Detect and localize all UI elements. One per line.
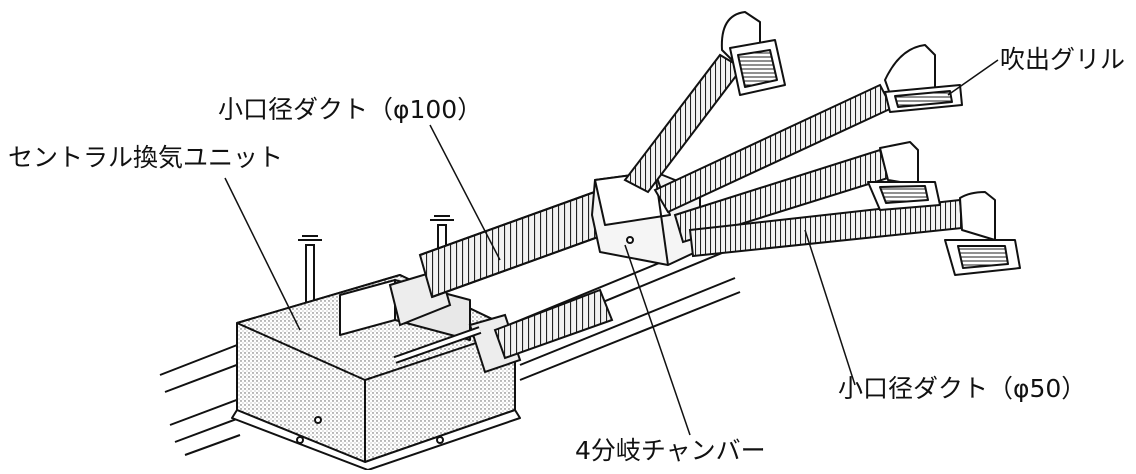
label-supply-grille: 吹出グリル bbox=[1000, 45, 1126, 74]
label-central-unit: セントラル換気ユニット bbox=[8, 143, 284, 172]
supply-grilles bbox=[729, 39, 1021, 276]
leader-lines bbox=[224, 59, 999, 436]
label-duct-100: 小口径ダクト（φ100） bbox=[218, 95, 483, 124]
branch-ducts-50 bbox=[623, 53, 964, 258]
central-ventilation-unit bbox=[231, 274, 521, 471]
label-four-branch-chamber: 4分岐チャンバー bbox=[575, 436, 766, 465]
label-duct-50: 小口径ダクト（φ50） bbox=[838, 374, 1087, 403]
